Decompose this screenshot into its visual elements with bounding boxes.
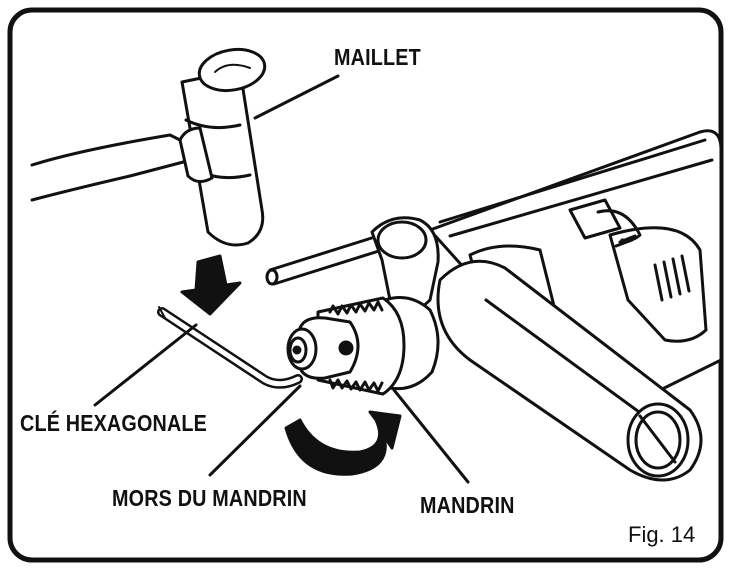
leader-chuck — [392, 388, 470, 484]
leader-chuck-jaws — [208, 384, 302, 477]
leader-hex-key — [93, 323, 198, 407]
side-handle-clamp — [370, 216, 440, 315]
figure-number: Fig. 14 — [628, 522, 696, 547]
leader-lines — [93, 74, 470, 484]
chuck — [286, 296, 440, 396]
side-handle — [436, 259, 703, 482]
hex-key — [157, 306, 303, 389]
leader-mallet — [253, 74, 340, 120]
label-hex-key: CLÉ HEXAGONALE — [20, 410, 208, 436]
label-chuck: MANDRIN — [420, 492, 515, 518]
mallet — [30, 47, 267, 247]
label-mallet: MAILLET — [334, 44, 421, 70]
impact-arrow — [180, 254, 242, 316]
rotation-arrow — [284, 410, 402, 476]
label-chuck-jaws: MORS DU MANDRIN — [112, 485, 307, 511]
